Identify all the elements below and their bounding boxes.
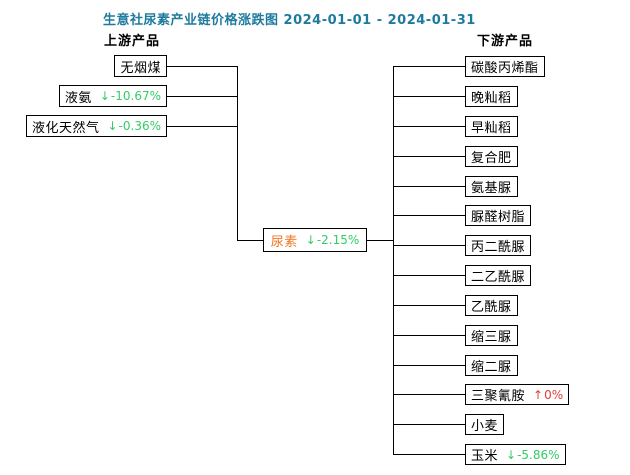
connector-line — [393, 335, 465, 336]
change-value: 0% — [544, 387, 564, 402]
downstream-node: 早籼稻 — [465, 116, 518, 137]
downstream-node: 三聚氰胺 ↑0% — [465, 384, 570, 405]
connector-line — [393, 275, 465, 276]
change-arrow-icon: ↑ — [533, 387, 544, 402]
connector-line — [167, 96, 237, 97]
node-label: 氨基脲 — [471, 181, 512, 196]
node-label: 丙二酰脲 — [471, 240, 526, 255]
node-label: 小麦 — [471, 419, 499, 434]
downstream-node: 氨基脲 — [465, 176, 518, 197]
node-label: 尿素 — [270, 234, 298, 250]
node-label: 玉米 — [471, 449, 499, 464]
connector-line — [393, 424, 465, 425]
change-arrow-icon: ↓ — [305, 233, 316, 247]
downstream-node: 碳酸丙烯酯 — [465, 56, 545, 77]
change-arrow-icon: ↓ — [506, 447, 517, 462]
upstream-node: 液化天然气 ↓-0.36% — [25, 115, 167, 137]
change-value: -0.36% — [118, 119, 161, 133]
node-label: 乙酰脲 — [471, 300, 512, 315]
node-label: 早籼稻 — [471, 121, 512, 136]
node-change: ↓-2.15% — [306, 233, 360, 247]
downstream-node: 二乙酰脲 — [465, 265, 532, 286]
downstream-node: 丙二酰脲 — [465, 235, 532, 256]
node-change: ↓-0.36% — [107, 119, 161, 133]
connector-line — [393, 365, 465, 366]
connector-line — [167, 126, 237, 127]
connector-line — [393, 126, 465, 127]
upstream-node: 无烟煤 — [114, 55, 167, 77]
connector-line — [393, 96, 465, 97]
node-label: 复合肥 — [471, 151, 512, 166]
connector-line — [393, 305, 465, 306]
change-arrow-icon: ↓ — [107, 119, 118, 133]
connector-line — [393, 66, 394, 455]
node-label: 无烟煤 — [120, 60, 161, 76]
downstream-node: 乙酰脲 — [465, 295, 518, 316]
node-label: 液氨 — [64, 90, 92, 106]
connector-line — [393, 186, 465, 187]
node-label: 缩三脲 — [471, 330, 512, 345]
downstream-column-header: 下游产品 — [477, 34, 534, 49]
downstream-node: 复合肥 — [465, 146, 518, 167]
center-node: 尿素 ↓-2.15% — [263, 228, 367, 252]
connector-line — [167, 66, 237, 67]
node-label: 三聚氰胺 — [471, 389, 526, 404]
connector-line — [393, 394, 465, 395]
downstream-node: 晚籼稻 — [465, 86, 518, 107]
chart-title: 生意社尿素产业链价格涨跌图 2024-01-01 - 2024-01-31 — [103, 13, 476, 28]
node-change: ↓-10.67% — [100, 89, 161, 103]
change-value: -2.15% — [316, 233, 360, 247]
downstream-node: 缩三脲 — [465, 325, 518, 346]
connector-line — [393, 454, 465, 455]
change-value: -5.86% — [517, 447, 560, 462]
node-change: ↑0% — [533, 388, 563, 402]
change-arrow-icon: ↓ — [99, 89, 110, 103]
downstream-node: 玉米 ↓-5.86% — [465, 444, 566, 465]
node-label: 脲醛树脂 — [471, 210, 526, 225]
node-label: 晚籼稻 — [471, 91, 512, 106]
connector-line — [393, 156, 465, 157]
node-change: ↓-5.86% — [506, 448, 560, 462]
connector-line — [367, 240, 393, 241]
upstream-column-header: 上游产品 — [104, 34, 161, 49]
connector-line — [393, 66, 465, 67]
change-value: -10.67% — [110, 89, 161, 103]
connector-line — [237, 240, 263, 241]
downstream-node: 脲醛树脂 — [465, 205, 532, 226]
connector-line — [393, 215, 465, 216]
connector-line — [237, 66, 238, 241]
node-label: 二乙酰脲 — [471, 270, 526, 285]
node-label: 缩二脲 — [471, 360, 512, 375]
node-label: 碳酸丙烯酯 — [471, 61, 539, 76]
downstream-node: 小麦 — [465, 414, 505, 435]
connector-line — [393, 245, 465, 246]
node-label: 液化天然气 — [31, 120, 100, 136]
upstream-node: 液氨 ↓-10.67% — [58, 85, 167, 107]
downstream-node: 缩二脲 — [465, 355, 518, 376]
